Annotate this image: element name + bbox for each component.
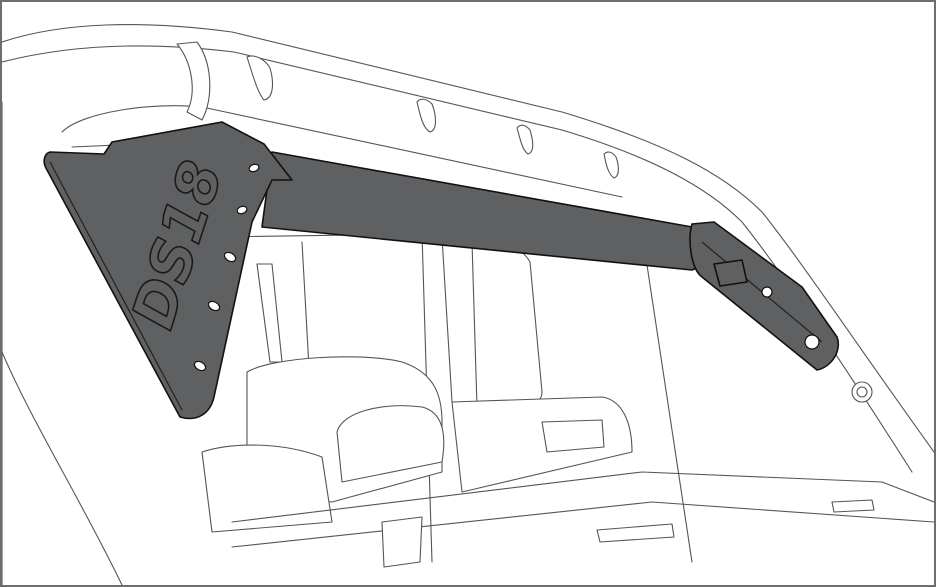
ds18-roll-bar: DS18 [43, 121, 839, 420]
cab-interior-lines [2, 24, 934, 585]
left-mount-plate [43, 121, 293, 420]
